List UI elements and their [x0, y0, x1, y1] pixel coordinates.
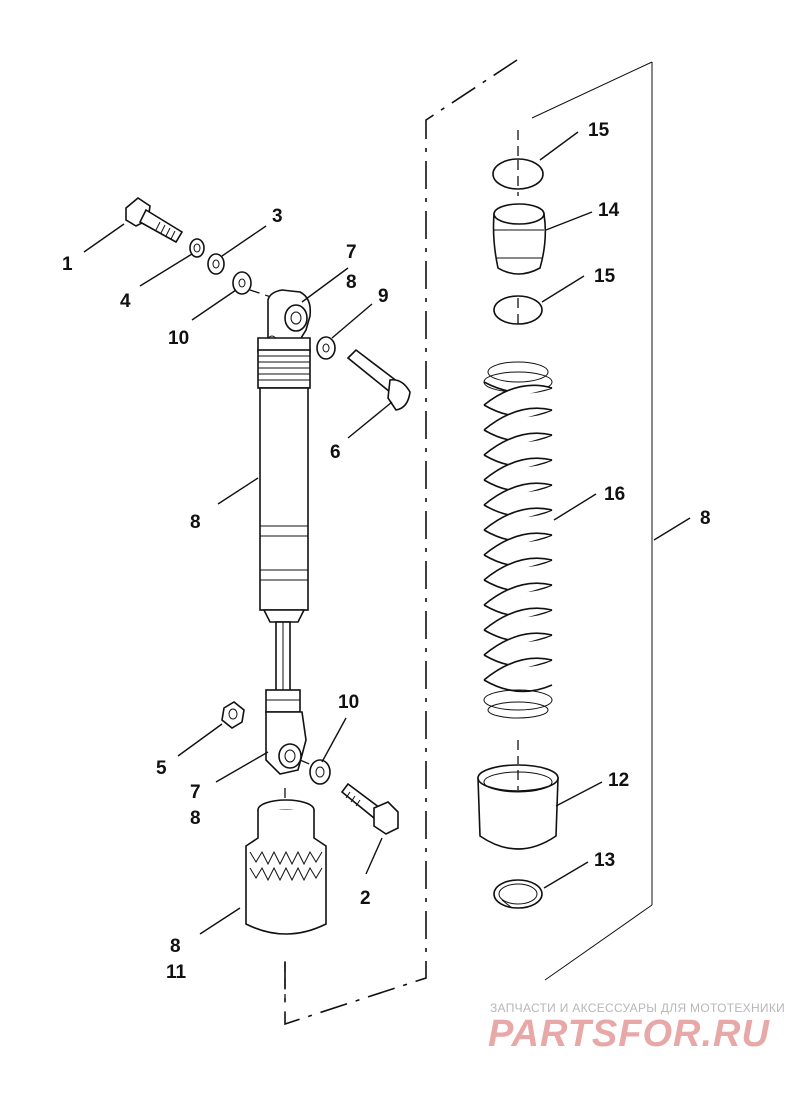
callout-7-top: 7 [346, 242, 357, 263]
callout-15-top: 15 [588, 120, 610, 141]
callout-8-bottom: 8 [190, 808, 201, 829]
washer-3-part [207, 253, 225, 275]
nut-5-part [221, 701, 245, 729]
bracket-right-top [531, 61, 653, 119]
upper-bolt-part [125, 197, 184, 244]
callout-8-top: 8 [346, 272, 357, 293]
callout-10-bottom: 10 [338, 692, 359, 713]
callout-15-mid: 15 [594, 266, 616, 287]
callout-4: 4 [120, 291, 131, 312]
piston-rod-part [275, 621, 291, 693]
washer-10-top-part [232, 271, 252, 295]
callout-12: 12 [608, 770, 629, 791]
collar-14-part [492, 203, 547, 275]
callout-5: 5 [156, 758, 167, 779]
circlip-15-top-part [492, 158, 544, 196]
callout-9: 9 [378, 286, 389, 307]
callout-10-top: 10 [168, 328, 189, 349]
callout-16: 16 [604, 484, 625, 505]
bracket-right-bottom [544, 904, 653, 981]
lower-bolt-part [340, 782, 399, 835]
watermark-tagline: ЗАПЧАСТИ И АКСЕССУАРЫ ДЛЯ МОТОТЕХНИКИ [490, 1001, 785, 1015]
callout-2: 2 [360, 888, 371, 909]
washer-10-bottom-part [299, 759, 331, 785]
washer-4-part [189, 238, 205, 258]
callout-14: 14 [598, 200, 620, 221]
assembly-bracket [284, 59, 653, 1026]
callout-8-assembly: 8 [700, 508, 711, 529]
callout-1: 1 [62, 254, 73, 275]
retaining-ring-13-part [493, 879, 543, 909]
watermark: ЗАПЧАСТИ И АКСЕССУАРЫ ДЛЯ МОТОТЕХНИКИ PA… [488, 1001, 785, 1055]
boot-part [245, 788, 327, 1000]
callout-8-boot: 8 [170, 936, 181, 957]
callout-6: 6 [330, 442, 341, 463]
leader-lines [83, 131, 691, 935]
spring-seat-12-part [477, 764, 559, 850]
washer-9-part [316, 336, 336, 360]
callout-labels: 1 3 4 10 7 8 9 6 8 10 5 7 8 2 8 11 15 14… [62, 120, 711, 983]
callout-8-body: 8 [190, 512, 201, 533]
shock-body-part [257, 337, 311, 623]
watermark-logo: PARTSFOR.RU [488, 1013, 770, 1055]
callout-11: 11 [166, 962, 187, 983]
callout-13: 13 [594, 850, 615, 871]
circlip-15-mid-part [493, 295, 543, 330]
callout-3: 3 [272, 206, 283, 227]
pin-6-part [346, 348, 411, 411]
spring-16-part [483, 361, 553, 719]
upper-eye-part [249, 289, 312, 353]
callout-7-bottom: 7 [190, 782, 201, 803]
lower-eye-part [265, 689, 307, 775]
